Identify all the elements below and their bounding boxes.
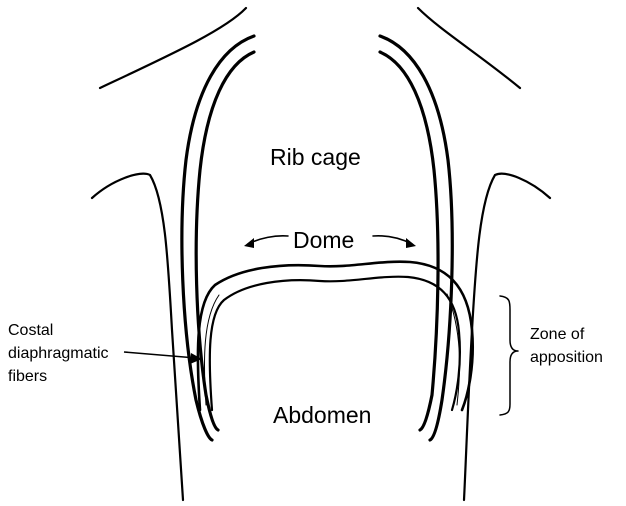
diaphragm-inner	[210, 277, 460, 410]
abdomen-label: Abdomen	[273, 402, 371, 428]
rib-cage-label: Rib cage	[270, 144, 361, 170]
dome-arrowhead-right	[406, 238, 416, 248]
costal-label-line3: fibers	[8, 368, 47, 385]
zone-label-line1: Zone of	[530, 326, 585, 343]
right-shoulder-line	[418, 8, 520, 88]
zone-label-line2: apposition	[530, 349, 603, 366]
left-torso-outline	[92, 174, 183, 500]
costal-label-line2: diaphragmatic	[8, 345, 109, 362]
costal-label-line1: Costal	[8, 322, 53, 339]
costal-pointer-line	[124, 352, 196, 358]
zone-brace	[500, 296, 518, 415]
dome-arrowhead-left	[244, 238, 254, 248]
dome-label: Dome	[293, 227, 354, 253]
left-shoulder-line	[100, 8, 246, 88]
